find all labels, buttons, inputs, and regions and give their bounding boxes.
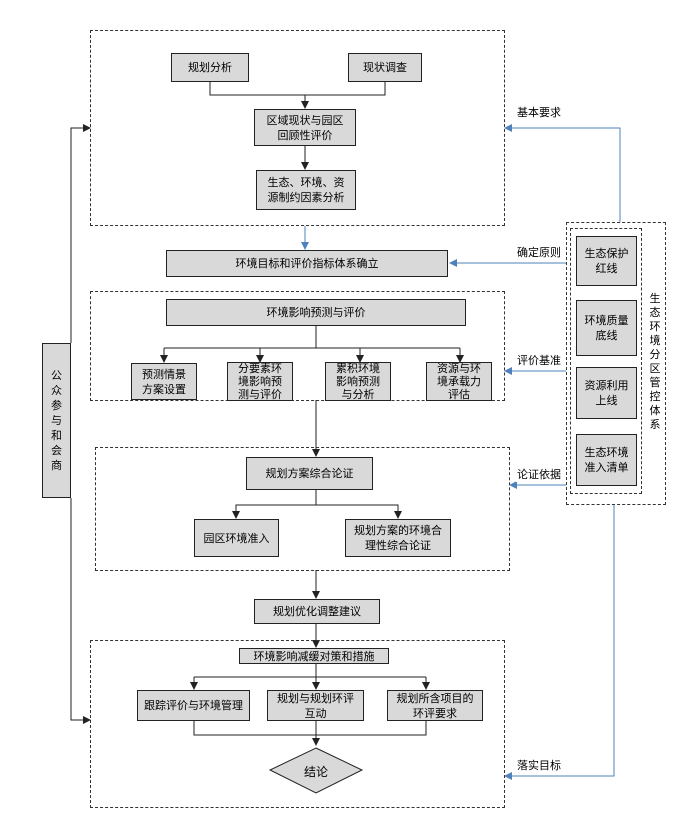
measures-group xyxy=(90,640,505,808)
env-quality-box: 环境质量底线 xyxy=(576,300,637,356)
zoning-control-group xyxy=(566,222,666,505)
conclusion-label: 结论 xyxy=(303,765,328,779)
env-targets-box: 环境目标和评价指标体系确立 xyxy=(166,250,448,277)
demonstration-group xyxy=(95,447,510,571)
rationality-box: 规划方案的环境合理性综合论证 xyxy=(345,519,451,557)
eco-redline-box: 生态保护红线 xyxy=(576,236,637,286)
project-requirement-box: 规划所含项目的环评要求 xyxy=(387,690,483,721)
line-implement xyxy=(504,505,615,780)
constraint-analysis-box: 生态、环境、资源制约因素分析 xyxy=(256,170,356,210)
carrying-capacity-box: 资源与环境承载力评估 xyxy=(426,362,492,401)
public-participation-box: 公 众 参 与 和 会 商 xyxy=(42,343,71,498)
label-benchmark: 评价基准 xyxy=(516,354,562,368)
zoning-inner-group xyxy=(570,228,642,494)
cumulative-impact-box: 累积环境影响预测与分析 xyxy=(325,362,391,401)
conclusion-diamond xyxy=(268,747,364,794)
planning-analysis-box: 规划分析 xyxy=(171,53,249,82)
optimization-box: 规划优化调整建议 xyxy=(254,599,380,624)
label-principle: 确定原则 xyxy=(516,246,562,260)
label-basis: 论证依据 xyxy=(516,468,562,482)
line-basic-requirement xyxy=(504,124,621,222)
scenario-box: 预测情景方案设置 xyxy=(131,363,197,400)
zoning-system-label: 生 态 环 境 分 区 管 控 体 系 xyxy=(649,292,661,431)
line-public-top xyxy=(70,124,91,343)
element-impact-box: 分要素环境影响预测与评价 xyxy=(227,362,293,401)
mitigation-box: 环境影响减缓对策和措施 xyxy=(239,648,389,664)
analysis-group xyxy=(90,30,505,226)
line-survey xyxy=(305,82,386,96)
status-survey-box: 现状调查 xyxy=(348,53,422,82)
label-basic-requirement: 基本要求 xyxy=(516,106,562,120)
line-public-bottom xyxy=(70,498,91,724)
scheme-demo-box: 规划方案综合论证 xyxy=(246,457,373,490)
resource-limit-box: 资源利用上线 xyxy=(576,367,637,419)
prediction-group xyxy=(90,291,505,401)
tracking-box: 跟踪评价与环境管理 xyxy=(137,690,250,721)
line-analysis xyxy=(209,82,305,96)
label-implement: 落实目标 xyxy=(516,759,562,773)
park-access-box: 园区环境准入 xyxy=(194,519,279,557)
access-list-box: 生态环境准入清单 xyxy=(576,434,637,486)
impact-prediction-box: 环境影响预测与评价 xyxy=(166,299,466,326)
regional-review-box: 区域现状与园区回顾性评价 xyxy=(254,109,356,146)
interaction-box: 规划与规划环评互动 xyxy=(267,690,364,721)
